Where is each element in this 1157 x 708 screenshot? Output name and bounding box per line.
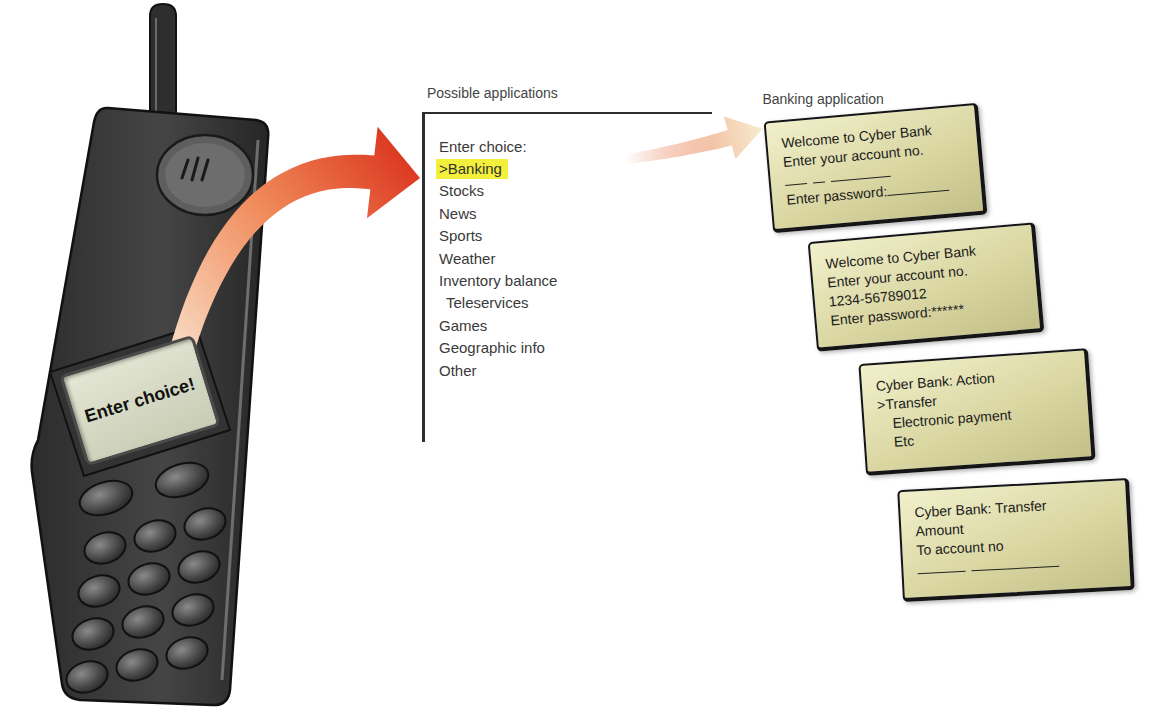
screen-text: Enter choice!: [82, 373, 197, 426]
screen-line: To account no: [916, 538, 1004, 559]
menu-item: Sports: [439, 225, 482, 247]
flow-arrow: [164, 127, 420, 377]
menu-panel: Possible applicationsEnter choice:Stocks…: [422, 112, 712, 442]
bank-card: Banking applicationWelcome to Cyber Bank…: [764, 103, 988, 233]
phone-screen: Enter choice!: [59, 334, 221, 466]
panel-heading: Possible applications: [427, 82, 558, 104]
input-blank: [917, 559, 966, 574]
menu-item-selected: >Banking: [439, 160, 502, 177]
section-heading: Banking application: [762, 90, 883, 109]
bank-card: Cyber Bank: Action>TransferElectronic pa…: [858, 348, 1095, 476]
phone-body: [32, 108, 269, 705]
menu-item: Enter choice:: [439, 136, 527, 158]
selected-item: >Banking: [436, 159, 508, 179]
bank-card: Cyber Bank: TransferAmountTo account no: [897, 478, 1135, 602]
input-blank: [784, 171, 807, 186]
input-blank: [971, 554, 1060, 572]
bank-card: Welcome to Cyber BankEnter your account …: [808, 222, 1045, 351]
screen-line: >Transfer: [877, 393, 938, 413]
text-row: Enter password:: [786, 175, 970, 210]
text-row: Cyber Bank: Action: [875, 363, 1074, 396]
text-row: Cyber Bank: Transfer: [914, 493, 1115, 522]
keypad: [63, 457, 230, 698]
menu-item: Stocks: [439, 180, 484, 202]
menu-item: News: [439, 203, 477, 225]
earpiece: [157, 135, 253, 215]
menu-item: Inventory balance: [439, 270, 557, 292]
menu-item: Teleservices: [446, 292, 529, 314]
menu-item: Games: [439, 315, 487, 337]
input-blank: [887, 178, 950, 196]
antenna: [150, 4, 176, 118]
screen-line: Amount: [915, 521, 964, 540]
menu-item: Weather: [439, 248, 495, 270]
input-blank: [830, 164, 891, 182]
menu-item: Geographic info: [439, 337, 545, 359]
screen-bezel: [50, 326, 230, 476]
screen-line: Cyber Bank: Action: [875, 370, 995, 394]
input-blank: [812, 169, 825, 183]
screen-line: Etc: [893, 432, 914, 449]
screen-line: Cyber Bank: Transfer: [914, 497, 1047, 520]
menu-item: Other: [439, 360, 477, 382]
screen-line: Enter password:: [786, 183, 888, 208]
